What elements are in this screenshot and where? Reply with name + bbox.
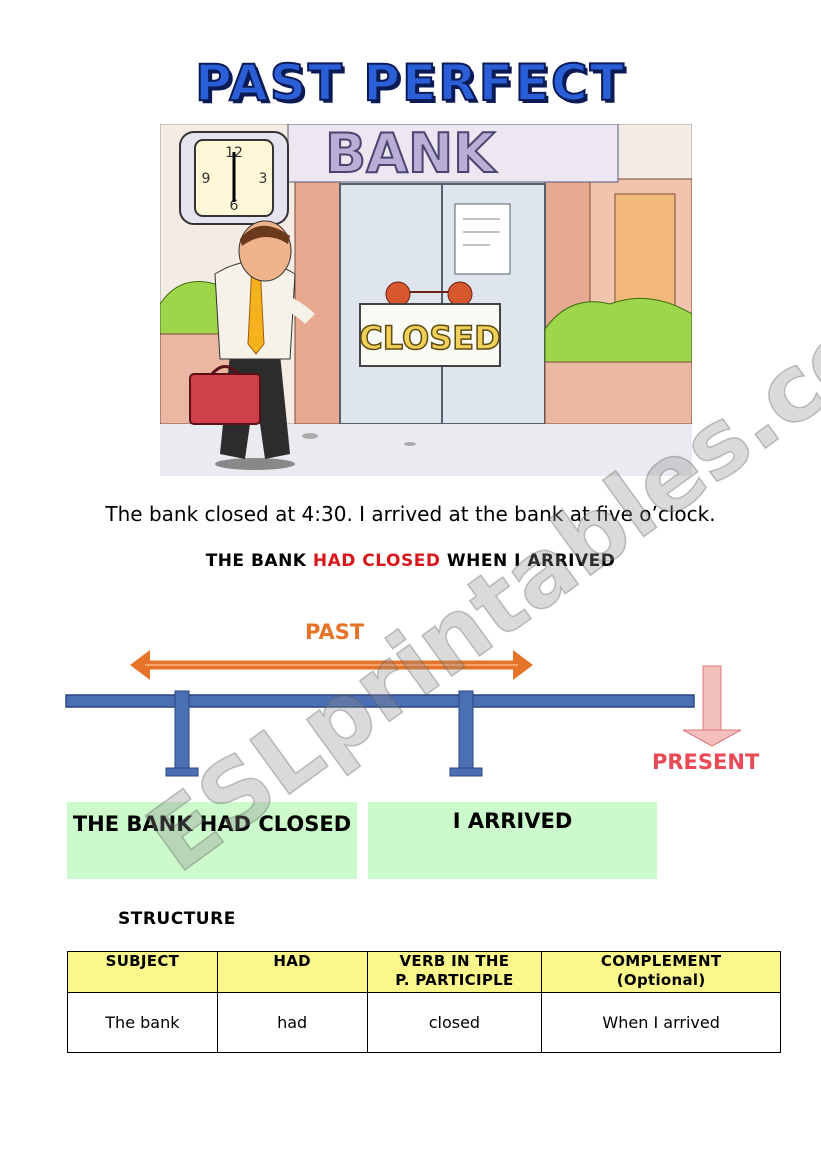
clock-number: 9	[202, 171, 211, 187]
past-label: PAST	[305, 620, 365, 644]
page-title: PAST PERFECT	[194, 53, 626, 113]
table-header-subject: SUBJECT	[67, 951, 218, 993]
bank-closed-illustration: BANK CLOSED 12 3 6 9	[160, 124, 692, 476]
table-cell: The bank	[67, 992, 218, 1053]
table-row: The bank had closed When I arrived	[67, 992, 781, 1053]
header-line: COMPLEMENT	[600, 952, 722, 970]
timeline-bar	[65, 694, 695, 708]
table-cell: When I arrived	[541, 992, 781, 1053]
rule-headline: THE BANK HAD CLOSED WHEN I ARRIVED	[0, 551, 821, 571]
table-header-had: HAD	[216, 951, 368, 993]
headline-highlight: HAD CLOSED	[312, 551, 441, 571]
timeline-diagram	[65, 650, 742, 777]
event-box-bank-closed: THE BANK HAD CLOSED	[67, 802, 357, 879]
headline-part: WHEN I ARRIVED	[440, 551, 616, 571]
clock-number: 6	[230, 198, 239, 214]
past-double-arrow	[130, 650, 533, 680]
timeline-marker-2	[449, 690, 483, 777]
header-line: SUBJECT	[105, 952, 180, 970]
closed-sign-text: CLOSED	[359, 319, 500, 357]
header-line: (Optional)	[616, 971, 706, 989]
headline-part: THE BANK	[205, 551, 313, 571]
header-line: VERB IN THE	[399, 952, 510, 970]
timeline-marker-1	[165, 690, 199, 777]
bank-sign-text: BANK	[325, 124, 497, 185]
table-cell: closed	[366, 992, 543, 1053]
structure-heading: STRUCTURE	[118, 909, 236, 929]
clock-number: 3	[259, 171, 268, 187]
header-line: HAD	[273, 952, 311, 970]
event-box-i-arrived: I ARRIVED	[368, 802, 657, 879]
header-line: P. PARTICIPLE	[395, 971, 514, 989]
table-header-complement: COMPLEMENT(Optional)	[541, 951, 781, 993]
example-sentence: The bank closed at 4:30. I arrived at th…	[105, 502, 716, 526]
present-down-arrow	[682, 665, 742, 747]
table-cell: had	[216, 992, 368, 1053]
present-label: PRESENT	[652, 750, 760, 774]
